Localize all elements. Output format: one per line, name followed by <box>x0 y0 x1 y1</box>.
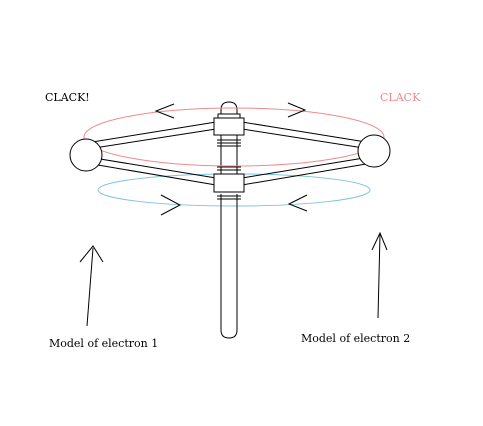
pointer-arrows <box>79 231 388 327</box>
arm-rods <box>85 121 373 186</box>
arrow-lower-right <box>287 194 308 212</box>
arrow-upper-left <box>154 103 175 119</box>
model-electron-2-label: Model of electron 2 <box>301 332 411 345</box>
arrow-lower-left <box>160 194 182 216</box>
clack-left-label: CLACK! <box>45 91 90 104</box>
pointer-arrow-left <box>86 247 94 327</box>
left-sphere <box>69 138 103 172</box>
right-sphere <box>357 134 391 168</box>
rotation-arrows <box>154 102 308 216</box>
model-electron-1-label: Model of electron 1 <box>49 337 159 350</box>
red-orbit-ellipse <box>83 107 385 167</box>
lower-collar <box>213 166 245 200</box>
clack-right-label: CLACK <box>380 91 421 104</box>
arrow-upper-right <box>287 102 307 118</box>
upper-collar <box>213 113 245 147</box>
central-shaft <box>220 101 238 339</box>
pointer-arrow-right <box>377 233 381 319</box>
